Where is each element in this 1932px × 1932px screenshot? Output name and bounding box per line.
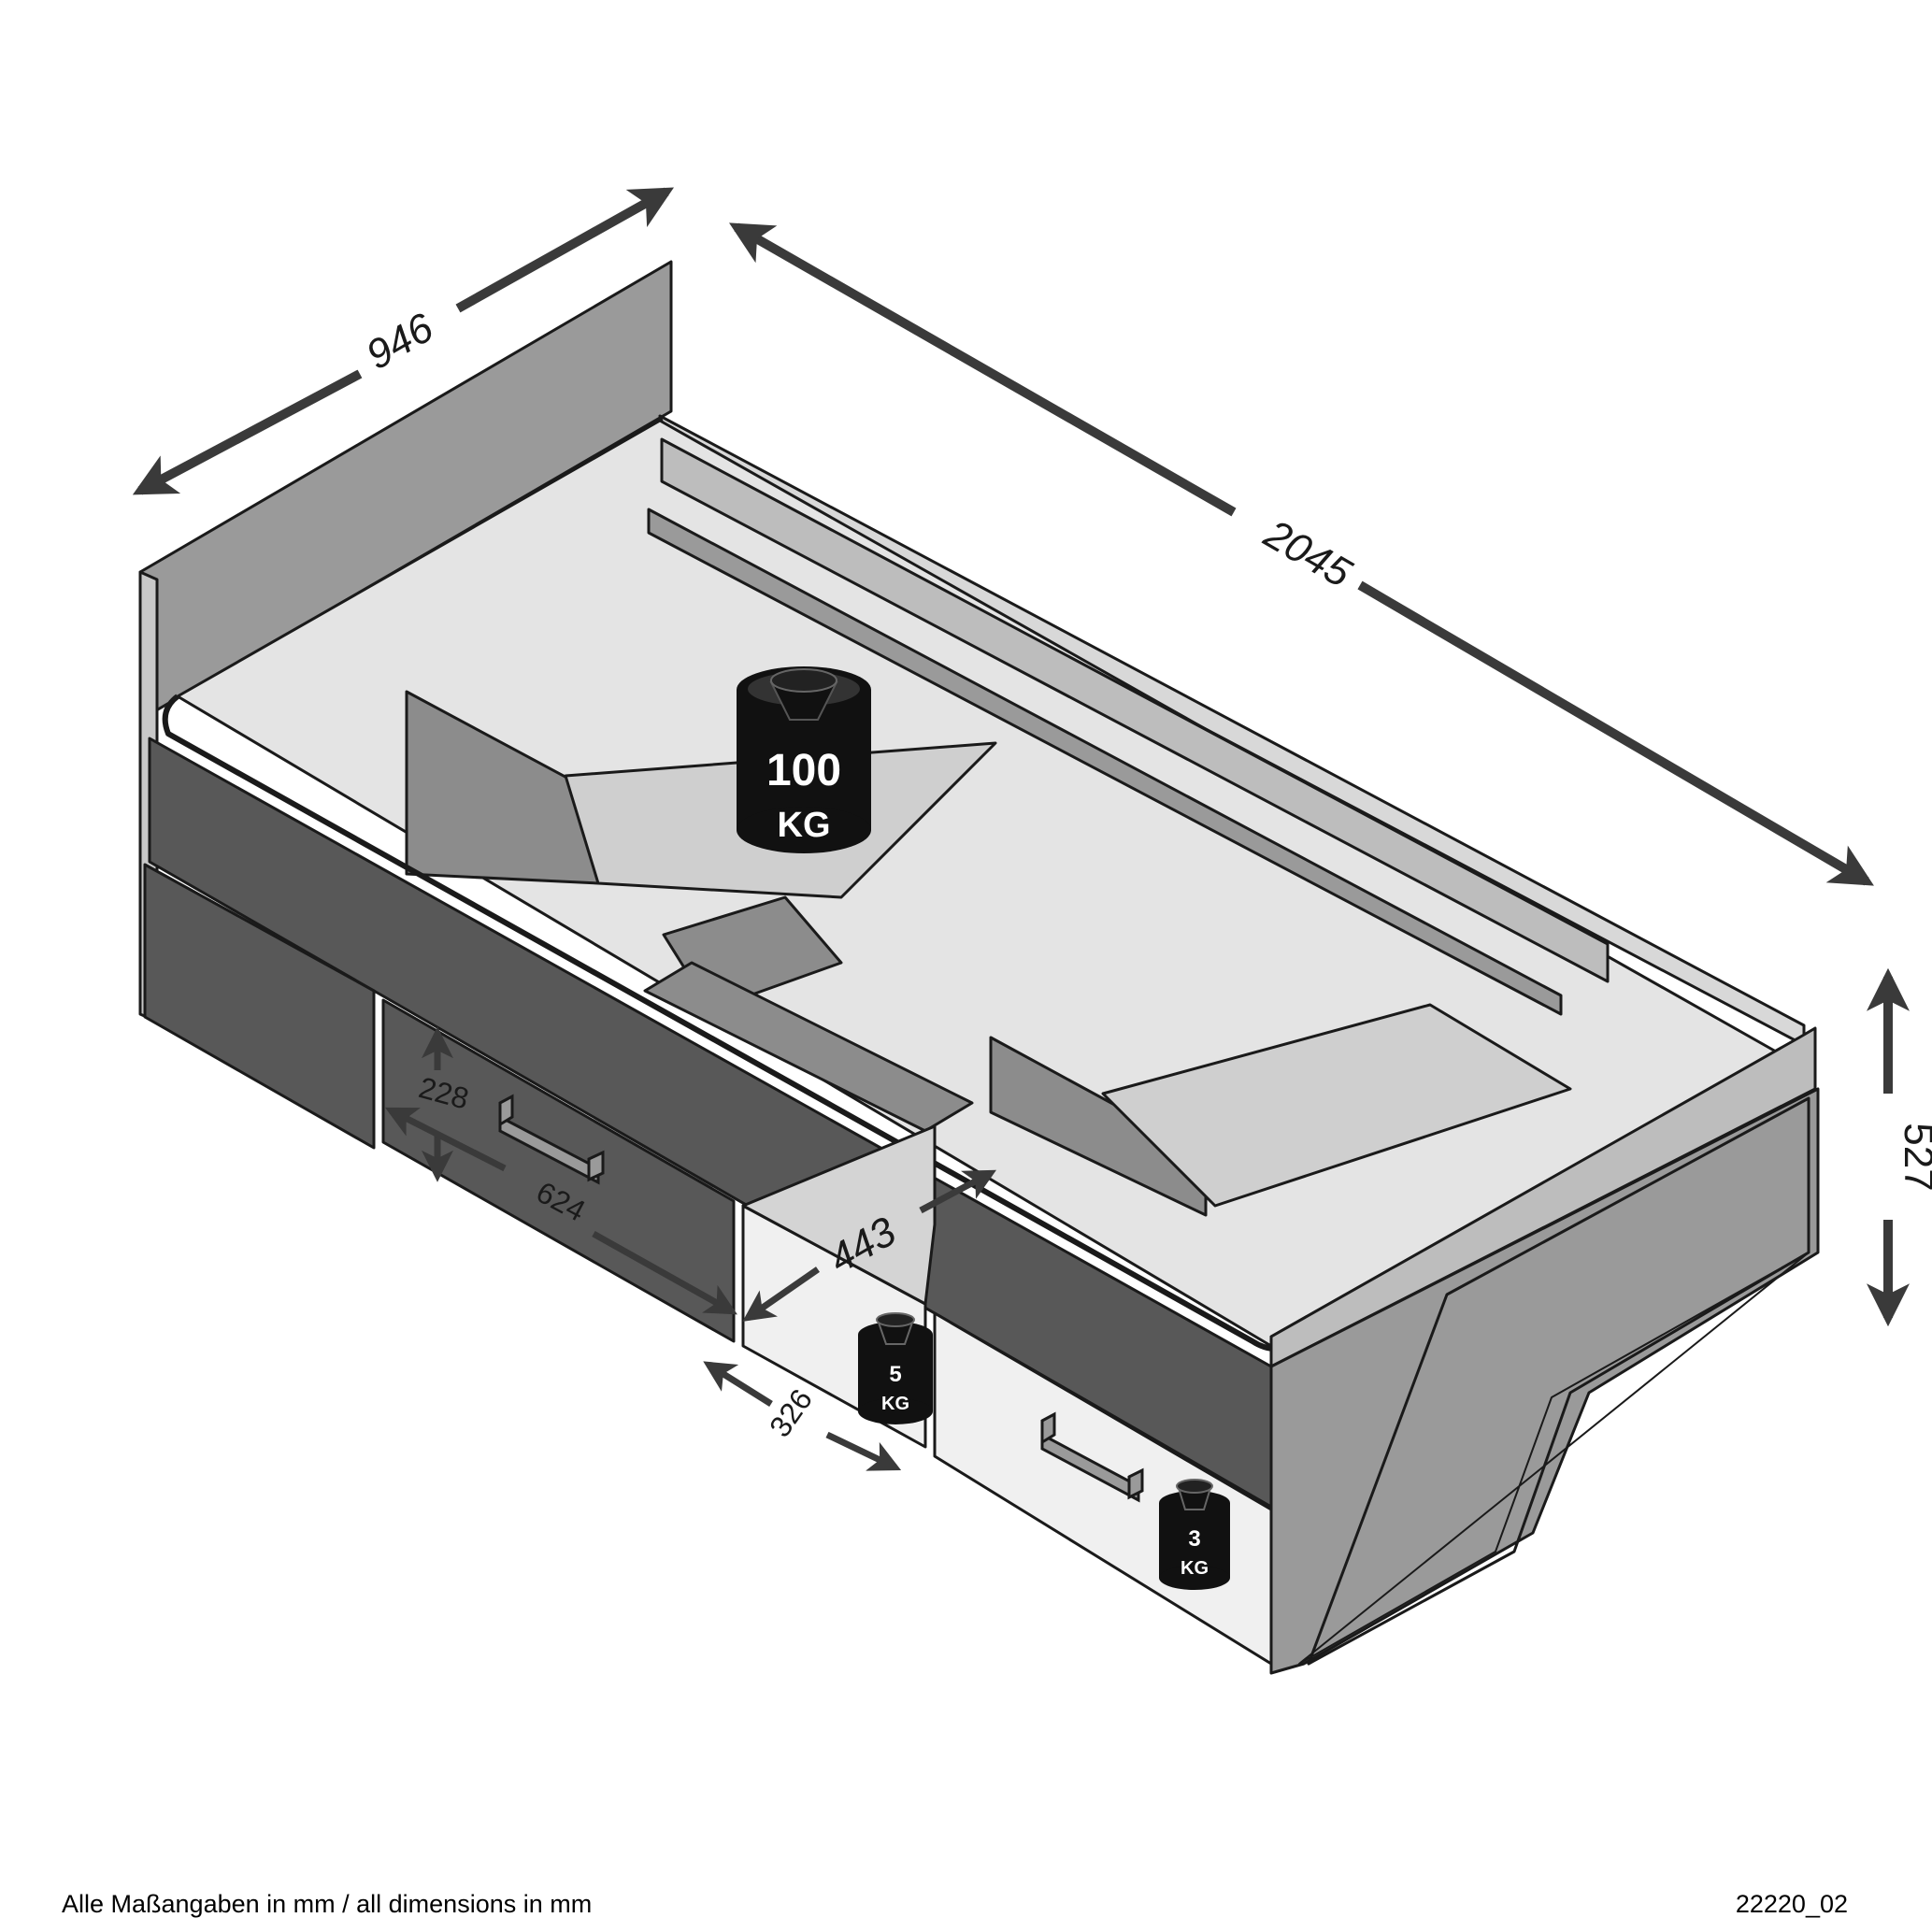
weight-drawer-value: 3 (1188, 1526, 1200, 1552)
weight-compartment-value: 5 (889, 1362, 901, 1387)
dim-arrow-drawer-width (384, 1107, 507, 1172)
dim-arrow-compartment-height (742, 1267, 820, 1322)
drawer-handle-icon (1040, 1411, 1144, 1503)
front-lower-left (143, 863, 376, 1150)
footer-note: Alle Maßangaben in mm / all dimensions i… (62, 1890, 593, 1918)
weight-compartment-unit: KG (881, 1394, 909, 1414)
dim-label-compartment-depth: 326 (763, 1382, 819, 1442)
side-panel-right (1269, 1087, 1820, 1675)
weight-bed-unit: KG (778, 806, 831, 845)
weight-drawer-unit: KG (1181, 1558, 1209, 1579)
dim-label-length: 2045 (1256, 510, 1360, 596)
dim-arrow-depth (132, 369, 363, 495)
bed-frame (138, 260, 1820, 1675)
drawer-front (381, 998, 736, 1343)
weight-icon: 3 KG (1159, 1479, 1230, 1590)
footer-code: 22220_02 (1735, 1890, 1848, 1918)
weight-bed-value: 100 (766, 746, 841, 795)
dimension-arrows (132, 187, 1910, 1471)
drawer-handle-icon (498, 1094, 605, 1185)
dim-label-depth: 946 (359, 305, 442, 379)
dim-arrow-length (729, 222, 1237, 517)
dim-arrow-compartment-depth (703, 1361, 773, 1407)
weight-icon: 100 KG (737, 666, 871, 853)
dim-label-height: 527 (1896, 1123, 1932, 1191)
weight-icon: 5 KG (858, 1312, 933, 1424)
